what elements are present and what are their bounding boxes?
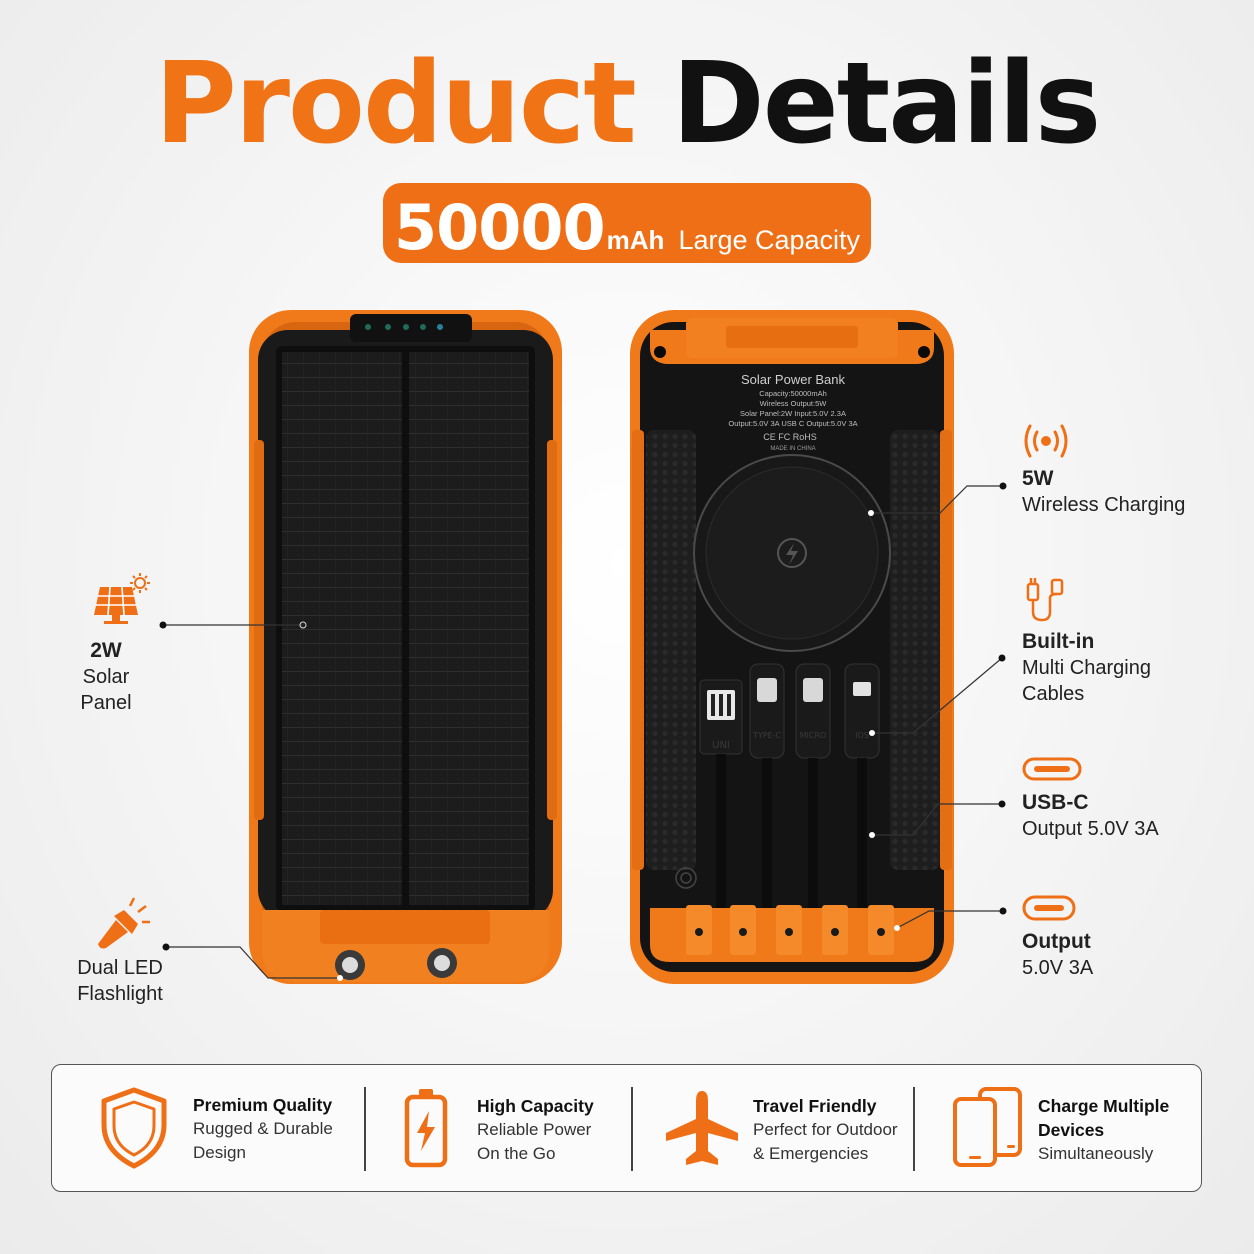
feature-premium-title: Premium Quality <box>193 1095 333 1115</box>
feature-multiple-line2: Simultaneously <box>1038 1144 1154 1163</box>
solar-panel-icon <box>94 573 150 624</box>
feature-divider <box>913 1087 915 1171</box>
title-details: Details <box>671 39 1101 169</box>
feature-high-capacity: High Capacity Reliable Power On the Go <box>365 1065 632 1193</box>
capacity-badge: 50000 mAh Large Capacity <box>383 183 871 264</box>
cable-uni-label: UNI <box>712 740 730 751</box>
phones-icon <box>953 1087 1022 1167</box>
feature-capacity-line2: On the Go <box>477 1144 556 1163</box>
capacity-number: 50000 <box>393 191 606 264</box>
solar-panel-right <box>409 352 529 905</box>
usbc-callout: USB-C Output 5.0V 3A <box>1022 790 1159 842</box>
feature-capacity-title: High Capacity <box>477 1096 594 1116</box>
feature-divider <box>631 1087 633 1171</box>
feature-travel-line2: & Emergencies <box>753 1144 869 1163</box>
cable-typec-label: TYPE-C <box>752 731 782 740</box>
flashlight-callout: Dual LED Flashlight <box>70 955 170 1007</box>
built-in-cables <box>699 663 880 914</box>
feature-multiple-line1: Devices <box>1038 1120 1105 1140</box>
shield-icon <box>101 1087 167 1169</box>
capacity-unit: mAh <box>606 225 665 255</box>
label-outputs: Output:5.0V 3A USB C Output:5.0V 3A <box>728 419 857 428</box>
cable-ios-label: IOS <box>855 731 869 740</box>
cable-icon <box>1026 578 1064 622</box>
cables-callout-line2: Cables <box>1022 683 1085 705</box>
feature-premium-quality: Premium Quality Rugged & Durable Design <box>52 1065 364 1193</box>
solar-callout-text: Solar Panel <box>80 666 132 714</box>
front-power-bank <box>249 310 562 984</box>
flashlight-callout-line2: Flashlight <box>77 983 163 1005</box>
cables-callout-value: Built-in <box>1022 630 1095 653</box>
flashlight-icon <box>98 897 150 949</box>
flashlight-callout-line1: Dual LED <box>77 957 163 979</box>
usb-c-port-icon <box>1022 757 1082 781</box>
wireless-callout-text: Wireless Charging <box>1022 494 1186 516</box>
cable-micro-label: MICRO <box>800 731 827 740</box>
label-origin: MADE IN CHINA <box>770 446 815 452</box>
label-capacity: Capacity:50000mAh <box>759 389 827 398</box>
solar-callout: 2W Solar Panel <box>56 638 156 716</box>
feature-premium-line1: Rugged & Durable <box>193 1119 333 1138</box>
callout-lines <box>163 485 1003 979</box>
feature-travel-friendly: Travel Friendly Perfect for Outdoor & Em… <box>632 1065 913 1193</box>
back-power-bank: UNI TYPE-C MICRO IOS <box>630 310 954 984</box>
feature-travel-title: Travel Friendly <box>753 1096 877 1116</box>
label-solar-input: Solar Panel:2W Input:5.0V 2.3A <box>740 409 846 418</box>
cables-callout: Built-in Multi Charging Cables <box>1022 629 1151 707</box>
feature-multiple-title: Charge Multiple <box>1038 1096 1170 1116</box>
feature-travel-line1: Perfect for Outdoor <box>753 1120 898 1139</box>
feature-charge-multiple: Charge Multiple Devices Simultaneously <box>914 1065 1201 1193</box>
output-callout-text: 5.0V 3A <box>1022 957 1094 979</box>
feature-divider <box>364 1087 366 1171</box>
feature-capacity-line1: Reliable Power <box>477 1120 592 1139</box>
usbc-callout-value: USB-C <box>1022 791 1089 814</box>
label-cert-marks: CE FC RoHS <box>763 432 817 442</box>
usb-port-icon <box>1022 895 1076 921</box>
cables-callout-line1: Multi Charging <box>1022 657 1151 679</box>
usbc-callout-text: Output 5.0V 3A <box>1022 818 1159 840</box>
page-title: Product Details <box>0 48 1254 160</box>
features-bar: Premium Quality Rugged & Durable Design … <box>51 1064 1202 1192</box>
feature-premium-line2: Design <box>193 1143 246 1162</box>
output-callout-value: Output <box>1022 930 1091 953</box>
capacity-label: Large Capacity <box>678 225 861 255</box>
label-product-name: Solar Power Bank <box>741 372 846 387</box>
label-wireless: Wireless Output:5W <box>760 399 828 408</box>
title-product: Product <box>154 39 637 169</box>
wireless-callout-value: 5W <box>1022 467 1054 490</box>
airplane-icon <box>666 1091 738 1165</box>
output-callout: Output 5.0V 3A <box>1022 929 1093 981</box>
wireless-signal-icon <box>1024 424 1068 458</box>
solar-panel-left <box>282 352 402 905</box>
solar-callout-value: 2W <box>90 639 122 662</box>
battery-icon <box>404 1089 448 1168</box>
wireless-callout: 5W Wireless Charging <box>1022 466 1185 518</box>
